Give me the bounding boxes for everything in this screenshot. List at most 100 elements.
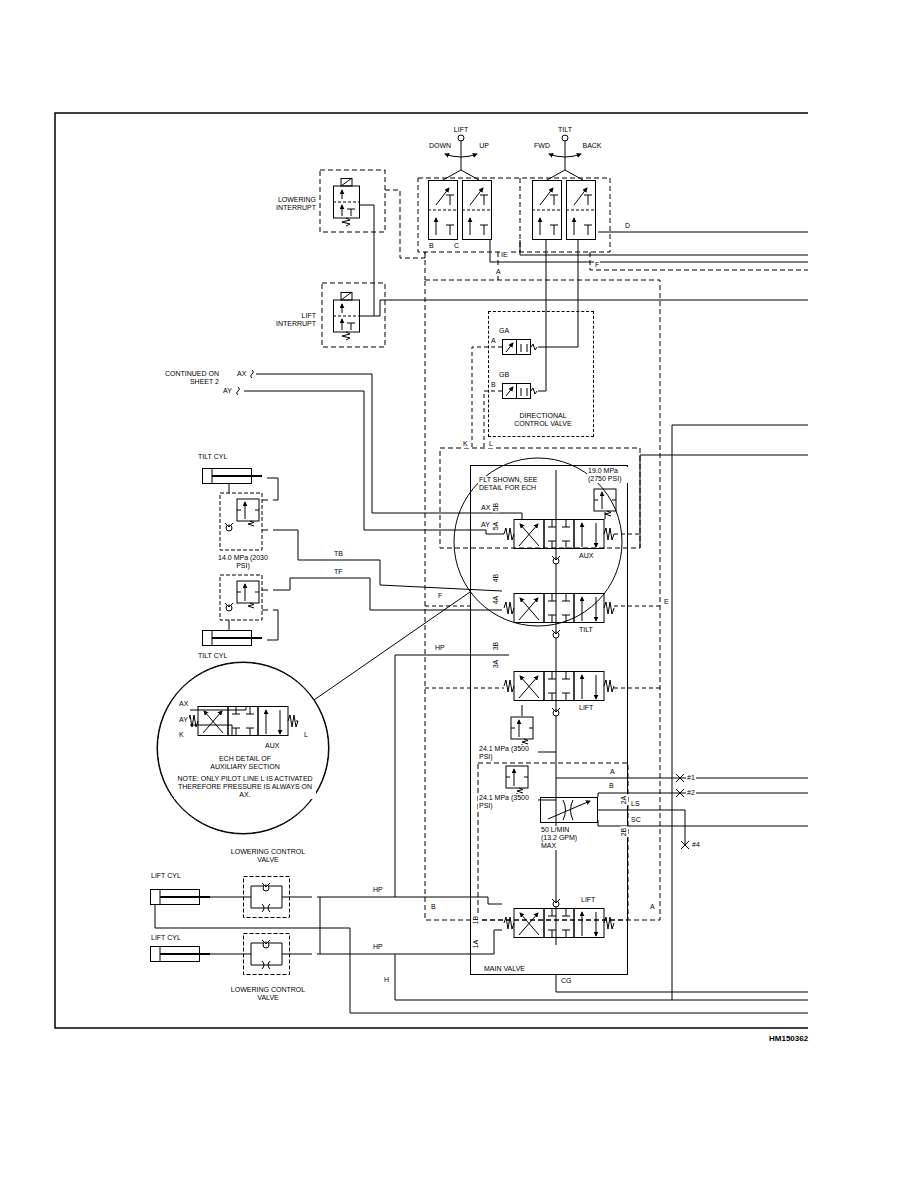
signal-label: F [594,261,600,269]
port-label: 4B [492,573,500,584]
callout-number: #2 [686,789,696,797]
spool-valve: LIFT [502,896,616,942]
hydraulic-line [210,954,222,955]
valve-body: MAIN VALVE19.0 MPa (2750 PSI)AUXTILTLIFT… [470,465,628,975]
lowering-control-valve: LOWERING CONTROL VALVE [222,930,317,1004]
component-label: AUX [578,552,594,560]
cylinder: TILT CYL [195,453,267,487]
component-label: LOWERING CONTROL VALVE [222,848,314,864]
spool-valve: LIFT [502,669,616,715]
component-label: LOWERING INTERRUPT [245,196,317,212]
component-label: GB [498,371,510,379]
port-label: 2A [620,795,628,806]
spool-valve: TILT [502,591,616,637]
signal-label: IE [500,251,509,259]
signal-label: E [663,598,670,606]
relief-valve: 24.1 MPa (3500 PSI) [478,716,541,762]
flow-control: 50 L/MIN (13.2 GPM) MAX [536,794,608,852]
signal-label: A [649,903,656,911]
signal-label: B [428,242,435,250]
spool-valve: AUX [186,702,304,752]
solenoid-valve: LIFT INTERRUPT [265,282,387,348]
component-label: LIFT [580,896,596,904]
relief-valve: 24.1 MPa (3500 PSI) [478,764,541,812]
signal-label: F [437,592,443,600]
note: FLT SHOWN, SEE DETAIL FOR ECH [478,476,552,492]
cylinder: LIFT CYL [148,932,210,966]
component-label: LIFT INTERRUPT [265,312,317,328]
component-label: LIFT [578,704,594,712]
control-label: TILT [557,126,573,134]
signal-label: AY [480,521,491,529]
signal-label: AY [222,387,233,395]
line-label: TF [333,568,344,576]
component-label: LIFT CYL [150,872,182,880]
component-label: LOWERING CONTROL VALVE [222,986,314,1002]
drawing-number: HM150362 [768,1034,809,1043]
component-label: AUX [264,742,280,750]
signal-label: HP [434,644,446,652]
control-label: DOWN [428,142,452,150]
signal-label: SC [630,816,642,824]
port-label: 3B [492,641,500,652]
hydraulic-line [267,610,278,640]
signal-label: A [490,337,497,345]
component-label: LIFT CYL [150,934,182,942]
control-label: UP [478,142,490,150]
valve-group: DIRECTIONAL CONTROL VALVEGAGB [488,311,594,437]
relief-valve-block: 14.0 MPa (2030 PSI) [216,490,273,624]
signal-label: AY [178,716,189,724]
signal-label: L [303,731,309,739]
signal-label: D [624,222,631,230]
signal-label: K [462,440,469,448]
port-label: 5B [492,502,500,513]
port-label: 5A [492,521,500,532]
port-label: 2B [620,827,628,838]
signal-label: AX [480,504,491,512]
component-label: 24.1 MPa (3500 PSI) [478,745,538,761]
port-label: 4A [492,595,500,606]
signal-label: A [609,768,616,776]
line-label: HP [372,943,384,951]
callout-number: #1 [686,774,696,782]
component-label: TILT CYL [197,453,228,461]
component-label: ECH DETAIL OF AUXILIARY SECTION [204,755,286,771]
signal-label: L [488,440,494,448]
signal-label: A [495,268,502,276]
line-label: TB [333,550,344,558]
sheet-note: CONTINUED ON SHEET 2 [158,370,220,386]
component-label: GA [498,327,510,335]
component-label: 50 L/MIN (13.2 GPM) MAX [540,826,588,850]
cylinder: LIFT CYL [148,872,210,910]
hydraulic-line [317,930,502,954]
callout-number: #4 [691,841,701,849]
signal-label: H [383,976,390,984]
port-label: 1A [472,939,480,950]
signal-label: B [430,903,437,911]
control-label: FWD [533,142,551,150]
detail-circle: ECH DETAIL OF AUXILIARY SECTION NOTE: ONL… [157,662,329,834]
port-label: 1B [472,915,480,926]
control-label: LIFT [453,126,469,134]
relief-valve: 19.0 MPa (2750 PSI) [586,466,632,516]
component-label: TILT CYL [197,652,228,660]
component-label: 14.0 MPa (2030 PSI) [216,554,270,570]
component-note: NOTE: ONLY PILOT LINE L IS ACTIVATED THE… [174,775,316,799]
signal-label: C [453,242,460,250]
signal-label: LS [630,800,641,808]
component-label: MAIN VALVE [483,965,526,973]
hydraulic-line [273,578,502,610]
port-label: 3A [492,659,500,670]
pilot-valve: GA [496,327,540,361]
solenoid-valve: LOWERING INTERRUPT [245,168,387,238]
component-label: TILT [578,626,594,634]
component-label: 24.1 MPa (3500 PSI) [478,794,538,810]
signal-label: AX [236,370,247,378]
cylinder: TILT CYL [195,626,267,662]
pilot-valve: GB [496,371,540,405]
hydraulic-line [267,478,278,500]
signal-label: B [490,381,497,389]
signal-label: AX [178,700,189,708]
